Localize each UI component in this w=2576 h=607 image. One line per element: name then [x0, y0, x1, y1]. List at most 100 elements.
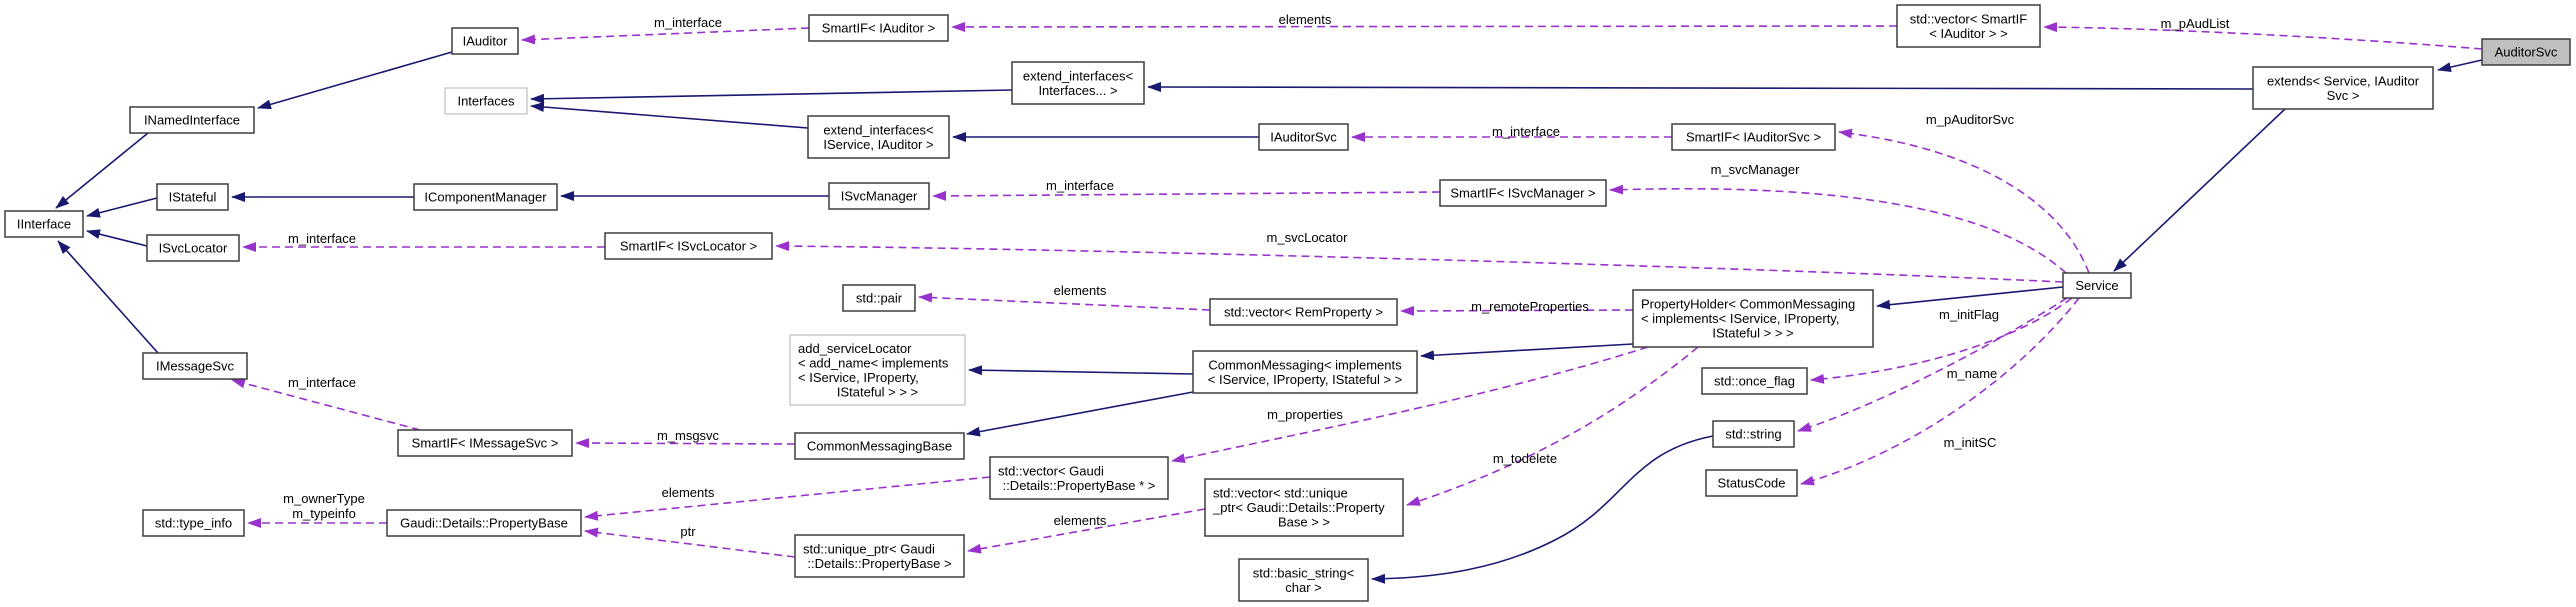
edge-service-to-smartifiauditorsvc — [1838, 128, 2090, 274]
node-stdstring[interactable]: std::string — [1712, 420, 1795, 448]
edge-commonmessaging-to-addservicelocator — [968, 365, 1194, 376]
node-vector-remproperty[interactable]: std::vector< RemProperty > — [1209, 298, 1398, 326]
node-isvclocator[interactable]: ISvcLocator — [146, 234, 240, 262]
edge-vectorremproperty-to-stdpair — [918, 292, 1211, 311]
node-inamedinterface[interactable]: INamedInterface — [129, 106, 255, 134]
edge-service-to-propertyholder — [1876, 286, 2064, 310]
node-basic-string[interactable]: std::basic_string<char > — [1238, 558, 1369, 602]
edge-label-m_todelete: m_todelete — [1493, 451, 1557, 466]
node-auditorsvc[interactable]: AuditorSvc — [2481, 38, 2571, 66]
edge-label-m_name: m_name — [1947, 366, 1998, 381]
edge-label-elements: elements — [662, 485, 715, 500]
edge-label-m_interface: m_interface — [654, 15, 722, 30]
nodes-layer: IInterface INamedInterfaceIStatefulISvcLo… — [4, 4, 2571, 602]
node-type-info[interactable]: std::type_info — [142, 509, 245, 537]
edge-stdstring-to-basicstring — [1371, 435, 1714, 584]
node-label: CommonMessagingBase — [807, 439, 952, 454]
node-label: < IAuditor > > — [1929, 26, 2007, 41]
node-extend-interfaces-var[interactable]: extend_interfaces<Interfaces... > — [1011, 61, 1145, 105]
node-vector-uniqueptr[interactable]: std::vector< std::unique_ptr< Gaudi::Det… — [1204, 478, 1404, 537]
node-iinterface[interactable]: IInterface — [4, 210, 84, 238]
node-label: AuditorSvc — [2495, 45, 2558, 60]
edge-service-to-stdstring — [1797, 297, 2068, 432]
node-smartif-imessagesvc[interactable]: SmartIF< IMessageSvc > — [397, 429, 573, 457]
node-label: Interfaces... > — [1038, 83, 1117, 98]
node-commonmessaging[interactable]: CommonMessaging< implements< IService, I… — [1192, 350, 1418, 394]
node-propertyholder[interactable]: PropertyHolder< CommonMessaging< impleme… — [1632, 289, 1874, 348]
node-label: ::Details::PropertyBase * > — [1003, 478, 1156, 493]
node-once-flag[interactable]: std::once_flag — [1701, 367, 1808, 395]
edge-extends-to-extendinterfacesvar — [1147, 82, 2254, 93]
node-label: std::once_flag — [1714, 374, 1795, 389]
edge-commonmessagingbase-to-smartifimessagesvc — [575, 438, 796, 449]
edge-propertyholder-to-vectoruniqueptr — [1406, 346, 1699, 506]
edge-commonmessaging-to-commonmessagingbase — [966, 391, 1194, 437]
edge-extendinterfacesvar-to-interfaces — [530, 89, 1013, 104]
edge-isvclocator-to-iinterface — [86, 229, 148, 247]
node-propertybase[interactable]: Gaudi::Details::PropertyBase — [386, 509, 582, 537]
node-label: IMessageSvc — [156, 359, 235, 374]
node-iauditorsvc[interactable]: IAuditorSvc — [1258, 123, 1349, 151]
node-label: Base > > — [1278, 515, 1330, 530]
edges-layer — [55, 21, 2483, 584]
node-label: std::unique_ptr< Gaudi — [803, 541, 935, 556]
edge-auditorsvc-to-extends — [2437, 59, 2483, 72]
node-istateful[interactable]: IStateful — [156, 183, 229, 211]
edge-label-m_interface: m_interface — [1046, 178, 1114, 193]
node-label: IStateful > > > — [837, 384, 918, 399]
node-statuscode[interactable]: StatusCode — [1705, 469, 1798, 497]
node-label: SmartIF< IAuditor > — [822, 21, 935, 36]
edge-smartifisvcmanager-to-isvcmanager — [932, 190, 1441, 201]
edge-label-m_initSC: m_initSC — [1944, 435, 1997, 450]
edge-label-m_initFlag: m_initFlag — [1939, 307, 1999, 322]
node-label: < add_name< implements — [798, 355, 949, 370]
node-imessagesvc[interactable]: IMessageSvc — [142, 352, 248, 380]
node-stdpair[interactable]: std::pair — [842, 284, 916, 312]
node-smartif-iauditorsvc[interactable]: SmartIF< IAuditorSvc > — [1671, 123, 1836, 151]
node-commonmessagingbase[interactable]: CommonMessagingBase — [794, 432, 965, 460]
node-smartif-isvclocator[interactable]: SmartIF< ISvcLocator > — [604, 232, 773, 260]
node-label: Interfaces — [457, 94, 515, 109]
node-iauditor[interactable]: IAuditor — [451, 27, 519, 55]
node-label: SmartIF< IMessageSvc > — [412, 436, 559, 451]
edge-label-m_interface: m_interface — [288, 231, 356, 246]
node-label: SmartIF< ISvcManager > — [1450, 186, 1595, 201]
edge-propertyholder-to-commonmessaging — [1420, 343, 1634, 361]
node-service[interactable]: Service — [2062, 272, 2132, 299]
edge-extends-to-service — [2113, 108, 2286, 272]
node-label: IAuditorSvc — [1270, 130, 1337, 145]
node-label: IStateful > > > — [1712, 326, 1793, 341]
node-label: PropertyHolder< CommonMessaging — [1641, 297, 1855, 312]
node-add-servicelocator[interactable]: add_serviceLocator< add_name< implements… — [789, 334, 966, 406]
node-icomponentmanager[interactable]: IComponentManager — [413, 183, 558, 211]
edge-service-to-smartifisvclocator — [775, 241, 2064, 283]
edge-label-elements: elements — [1279, 12, 1332, 27]
edge-inamedinterface-to-iinterface — [55, 132, 149, 209]
node-label: char > — [1285, 580, 1322, 595]
node-label: Gaudi::Details::PropertyBase — [400, 516, 568, 531]
node-vector-smartif-iaud[interactable]: std::vector< SmartIF< IAuditor > > — [1896, 4, 2041, 48]
node-interfaces[interactable]: Interfaces — [444, 87, 528, 115]
node-extends-svc-iaudsvc[interactable]: extends< Service, IAuditorSvc > — [2252, 66, 2434, 110]
edge-label-m_typeinfo: m_typeinfo — [292, 506, 356, 521]
node-isvcmanager[interactable]: ISvcManager — [828, 182, 930, 210]
edge-iauditor-to-inamedinterface — [257, 51, 453, 110]
node-label: < implements< IService, IProperty, — [1641, 311, 1839, 326]
node-label: < IService, IProperty, IStateful > > — [1208, 372, 1403, 387]
node-extend-interfaces-sa[interactable]: extend_interfaces<IService, IAuditor > — [807, 115, 950, 159]
node-label: add_serviceLocator — [798, 341, 912, 356]
edge-label-m_ownerType: m_ownerType — [283, 491, 365, 506]
node-label: SmartIF< ISvcLocator > — [620, 239, 757, 254]
edge-smartifiauditor-to-iauditor — [521, 27, 810, 45]
edge-label-m_msgsvc: m_msgsvc — [657, 428, 720, 443]
edge-vectoruniqueptr-to-uniqueptr — [967, 508, 1206, 554]
node-label: std::basic_string< — [1253, 565, 1355, 580]
node-label: Service — [2075, 278, 2118, 293]
node-smartif-isvcmanager[interactable]: SmartIF< ISvcManager > — [1439, 179, 1607, 207]
edge-label-m_remoteProperties: m_remoteProperties — [1471, 299, 1589, 314]
edge-label-ptr: ptr — [680, 524, 696, 539]
node-uniqueptr-propbase[interactable]: std::unique_ptr< Gaudi::Details::Propert… — [794, 534, 965, 578]
node-vector-propbase-ptr[interactable]: std::vector< Gaudi::Details::PropertyBas… — [989, 456, 1169, 500]
edge-service-to-smartifisvcmanager — [1609, 184, 2067, 274]
node-smartif-iauditor[interactable]: SmartIF< IAuditor > — [808, 14, 949, 42]
